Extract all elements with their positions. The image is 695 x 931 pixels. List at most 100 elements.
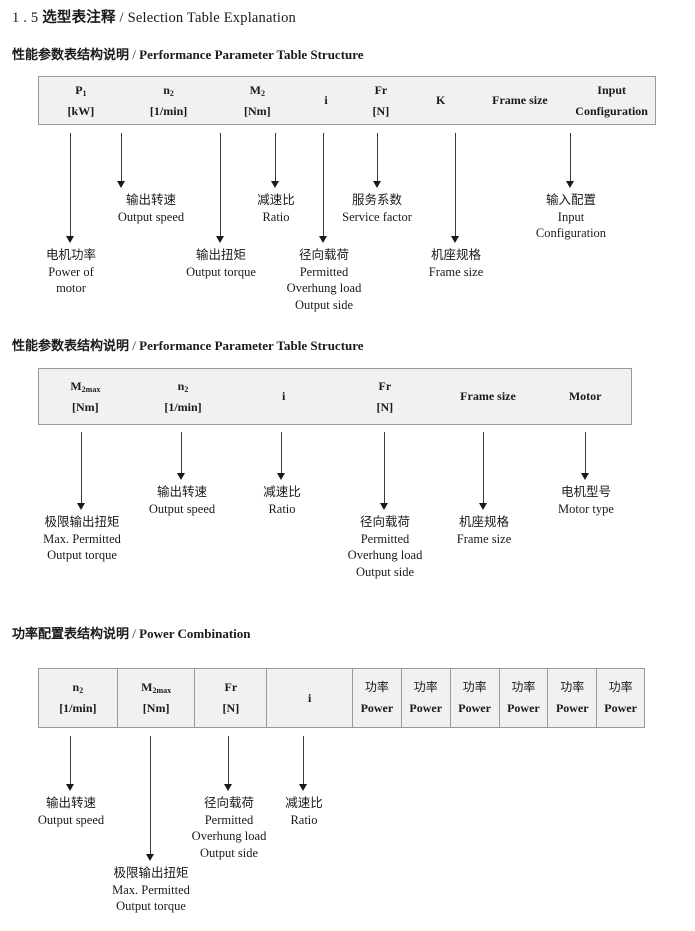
section-3-heading: 功率配置表结构说明 / Power Combination bbox=[12, 623, 251, 642]
header-symbol: M2max bbox=[141, 680, 172, 695]
note-cn: 输出转速 bbox=[156, 484, 207, 499]
arrow-i bbox=[271, 133, 280, 188]
table-header-cell: Fr[N] bbox=[333, 369, 437, 424]
table-header-cell: 功率 Power bbox=[498, 669, 548, 727]
note-en-line: Permitted bbox=[299, 264, 349, 279]
header-unit: Power bbox=[507, 701, 540, 715]
page-title-en: Selection Table Explanation bbox=[127, 10, 296, 26]
note-en-line: Output torque bbox=[186, 264, 256, 279]
header-unit: Power bbox=[458, 701, 491, 715]
header-symbol: i bbox=[307, 690, 312, 705]
table-header-cell: Fr[N] bbox=[194, 669, 266, 727]
page-title-number: 1 . 5 bbox=[12, 10, 39, 26]
note-max-permitted-output-torque: 极限输出扭矩 Max. Permitted Output torque bbox=[112, 865, 190, 915]
note-en-line: Ratio bbox=[290, 812, 318, 827]
note-output-speed: 输出转速 Output speed bbox=[149, 484, 215, 517]
note-en-line: Service factor bbox=[342, 209, 412, 224]
table-header-cell: i bbox=[234, 369, 333, 424]
page-title-separator: / bbox=[119, 10, 124, 26]
arrow-n2 bbox=[66, 736, 75, 791]
note-cn: 服务系数 bbox=[351, 192, 403, 207]
note-en-line: Output torque bbox=[47, 548, 117, 562]
arrow-i bbox=[299, 736, 308, 791]
header-symbol: i bbox=[324, 93, 328, 107]
note-en-line: Output torque bbox=[116, 899, 186, 913]
arrow-m2max bbox=[146, 736, 155, 861]
note-cn: 输出转速 bbox=[125, 192, 176, 207]
note-ratio: 减速比 Ratio bbox=[257, 192, 295, 225]
header-unit: [N] bbox=[222, 701, 240, 715]
note-en-line: motor bbox=[56, 281, 86, 295]
page-title-cn: 选型表注释 bbox=[42, 10, 116, 26]
note-input-configuration: 输入配置 Input Configuration bbox=[536, 192, 606, 242]
table-header-cell: M2 [Nm] bbox=[214, 77, 300, 124]
note-cn: 径向载荷 bbox=[203, 795, 255, 810]
section-2-heading-en: Performance Parameter Table Structure bbox=[139, 338, 364, 353]
header-symbol: M2 bbox=[249, 82, 265, 98]
header-unit: [N] bbox=[376, 399, 394, 414]
note-en-line: Overhung load bbox=[191, 829, 267, 843]
table-header-cell: P1[kW] bbox=[39, 77, 123, 124]
note-cn: 机座规格 bbox=[458, 514, 509, 529]
table-header-cell: Fr[N] bbox=[352, 77, 410, 124]
page-title: 1 . 5 选型表注释 / Selection Table Explanatio… bbox=[12, 6, 296, 27]
header-symbol: i bbox=[282, 389, 286, 403]
note-motor-type: 电机型号 Motor type bbox=[558, 484, 614, 517]
header-symbol: 功率 bbox=[560, 680, 585, 694]
note-en-line: Overhung load bbox=[347, 548, 423, 562]
header-unit: Power bbox=[409, 701, 443, 715]
note-cn: 电机功率 bbox=[45, 247, 97, 262]
header-symbol: Frame size bbox=[460, 389, 516, 403]
header-symbol: 功率 bbox=[511, 680, 536, 694]
note-cn: 减速比 bbox=[257, 192, 295, 207]
section-1-heading-cn: 性能参数表结构说明 bbox=[12, 47, 130, 62]
note-cn: 减速比 bbox=[263, 484, 301, 499]
header-symbol: 功率 bbox=[413, 680, 438, 694]
header-symbol: Frame size bbox=[492, 93, 548, 107]
note-en-line: Output side bbox=[200, 845, 258, 860]
table-header-cell: Frame size bbox=[437, 369, 540, 424]
table-header-cell: M2max [Nm] bbox=[116, 669, 195, 727]
note-en-line: Max. Permitted bbox=[112, 882, 190, 897]
note-en-line: Permitted bbox=[204, 812, 254, 827]
header-unit: [Nm] bbox=[142, 701, 170, 715]
header-symbol: P1 bbox=[75, 82, 87, 98]
header-unit: [Nm] bbox=[243, 103, 271, 118]
section-2-heading: 性能参数表结构说明 / Performance Parameter Table … bbox=[12, 335, 364, 354]
note-en-line: Overhung load bbox=[286, 281, 362, 295]
note-overhung-load: 径向载荷 Permitted Overhung load Output side bbox=[192, 795, 267, 861]
note-ratio: 减速比 Ratio bbox=[263, 484, 301, 517]
note-cn: 减速比 bbox=[285, 795, 323, 810]
arrow-motor bbox=[581, 432, 590, 480]
table-header-cell: n2[1/min] bbox=[39, 669, 117, 727]
table-header-cell: K bbox=[410, 77, 472, 124]
header-symbol: 功率 bbox=[364, 680, 389, 694]
header-unit: Power bbox=[604, 701, 637, 715]
note-output-torque: 输出扭矩 Output torque bbox=[186, 247, 256, 280]
section-1-heading: 性能参数表结构说明 / Performance Parameter Table … bbox=[12, 44, 364, 63]
arrow-n2 bbox=[117, 133, 126, 188]
note-cn: 径向载荷 bbox=[359, 514, 411, 529]
header-unit: [1/min] bbox=[59, 701, 97, 715]
note-cn: 极限输出扭矩 bbox=[113, 865, 189, 880]
header-symbol: n2 bbox=[177, 378, 189, 394]
note-cn: 输入配置 bbox=[545, 192, 597, 207]
note-en-line: Input bbox=[557, 209, 585, 224]
note-cn: 径向载荷 bbox=[298, 247, 350, 262]
section-2-heading-separator: / bbox=[132, 338, 136, 353]
table-header-cell: M2max[Nm] bbox=[39, 369, 132, 424]
note-en-line: Permitted bbox=[360, 531, 410, 546]
note-en-line: Output speed bbox=[148, 501, 216, 516]
note-service-factor: 服务系数 Service factor bbox=[342, 192, 412, 225]
arrow-k bbox=[373, 133, 382, 188]
section-3-heading-separator: / bbox=[132, 626, 136, 641]
header-unit: [Nm] bbox=[72, 399, 99, 414]
table-header-cell: i bbox=[266, 669, 352, 727]
note-en-line: Output side bbox=[295, 297, 353, 312]
header-unit: [N] bbox=[372, 103, 390, 118]
